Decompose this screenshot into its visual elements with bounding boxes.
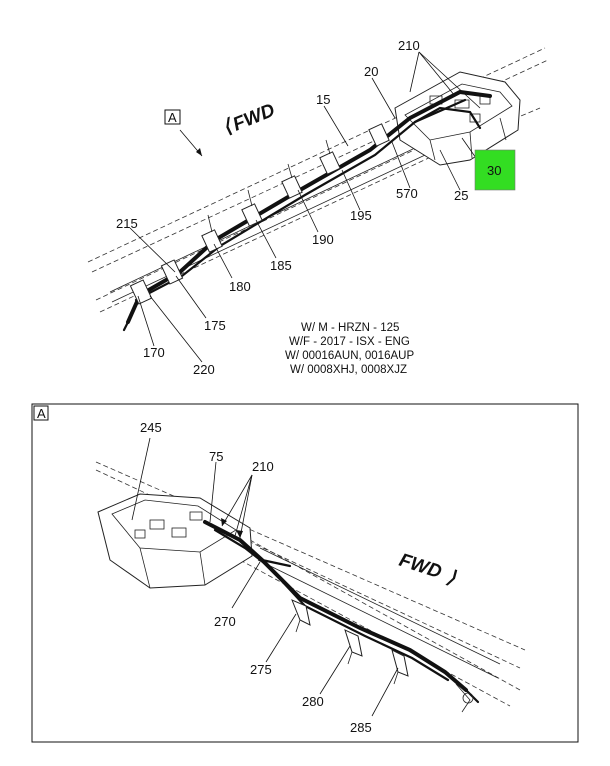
callout-220: 220: [193, 362, 215, 377]
callout-170: 170: [143, 345, 165, 360]
callout-270: 270: [214, 614, 236, 629]
callout-280: 280: [302, 694, 324, 709]
view-arrow-head: [196, 148, 202, 156]
callout-245: 245: [140, 420, 162, 435]
fwd-label-detail: FWD: [396, 550, 444, 583]
detail-wire-harness: [203, 520, 480, 704]
callout-275: 275: [250, 662, 272, 677]
view-marker-box: [164, 109, 181, 125]
note-line-4: W/ 0008XHJ, 0008XJZ: [290, 364, 407, 376]
detail-harness-brackets: [291, 599, 474, 713]
detail-aftertreatment-module: [97, 493, 253, 589]
callout-175: 175: [204, 318, 226, 333]
arrowhead-210a: [236, 530, 243, 538]
detail-frame-label: A: [37, 406, 46, 421]
detail-label-box: [33, 405, 49, 421]
leader-lines-top: [129, 51, 481, 363]
note-line-2: W/F - 2017 - ISX - ENG: [289, 336, 410, 348]
highlight-box-30: [474, 149, 516, 191]
callout-210-top: 210: [398, 38, 420, 53]
detail-view-a: A: [31, 403, 579, 743]
harness-clips: [129, 123, 390, 305]
view-marker-label: A: [168, 110, 177, 125]
top-view: A FWD ⟨ 210 20 15: [87, 38, 549, 377]
callout-570: 570: [396, 186, 418, 201]
callout-285: 285: [350, 720, 372, 735]
callout-210-detail: 210: [252, 459, 274, 474]
note-line-1: W/ M - HRZN - 125: [301, 322, 399, 334]
detail-frame: [31, 403, 579, 743]
leader-lines-detail: [131, 437, 399, 717]
arrowhead-210b: [221, 518, 227, 526]
fwd-label-top: FWD: [230, 100, 278, 136]
callout-20: 20: [364, 64, 378, 79]
callout-15: 15: [316, 92, 330, 107]
callout-195: 195: [350, 208, 372, 223]
callout-215: 215: [116, 216, 138, 231]
callout-75: 75: [209, 449, 223, 464]
callout-30: 30: [487, 163, 501, 178]
fwd-arrow-glyph-detail: ⟩: [444, 567, 458, 589]
note-line-3: W/ 00016AUN, 0016AUP: [285, 350, 414, 362]
callout-180: 180: [229, 279, 251, 294]
callout-185: 185: [270, 258, 292, 273]
callout-25: 25: [454, 188, 468, 203]
callout-190: 190: [312, 232, 334, 247]
